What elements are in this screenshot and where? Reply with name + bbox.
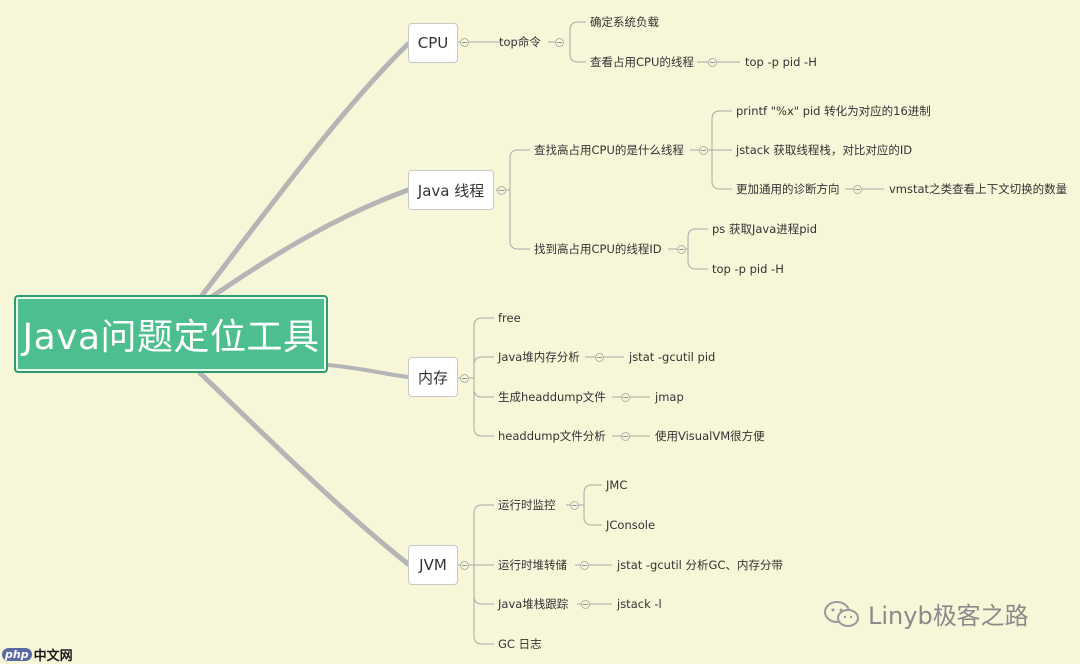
node-heap-analysis[interactable]: Java堆内存分析 <box>498 350 580 364</box>
collapse-memory-icon[interactable] <box>460 374 469 383</box>
branch-cpu[interactable]: CPU <box>408 23 458 63</box>
collapse-heap-analysis-icon[interactable] <box>595 353 604 362</box>
node-stack-trace[interactable]: Java堆栈跟踪 <box>498 597 569 611</box>
branch-memory-label: 内存 <box>417 368 448 387</box>
node-cpu-top-h[interactable]: top -p pid -H <box>745 55 817 69</box>
trunk-cpu <box>197 41 411 301</box>
collapse-stack-trace-icon[interactable] <box>581 600 590 609</box>
node-jstack-l[interactable]: jstack -l <box>617 597 662 611</box>
node-heap-transfer[interactable]: 运行时堆转储 <box>498 558 567 572</box>
collapse-find-id-icon[interactable] <box>677 245 686 254</box>
watermark-text: Linyb极客之路 <box>868 602 1029 630</box>
collapse-gen-dump-icon[interactable] <box>621 393 630 402</box>
node-find-high-cpu-thread[interactable]: 查找高占用CPU的是什么线程 <box>534 143 684 157</box>
node-free[interactable]: free <box>498 311 521 325</box>
trunk-java-thread <box>207 187 411 301</box>
collapse-view-threads-icon[interactable] <box>708 58 717 67</box>
collapse-top-cmd-icon[interactable] <box>555 38 564 47</box>
collapse-general-icon[interactable] <box>853 185 862 194</box>
node-dump-analysis[interactable]: headdump文件分析 <box>498 429 606 443</box>
trunk-memory <box>326 363 410 379</box>
collapse-java-thread-icon[interactable] <box>497 186 506 195</box>
node-gen-dump[interactable]: 生成headdump文件 <box>498 390 606 404</box>
node-view-cpu-threads[interactable]: 查看占用CPU的线程 <box>590 55 694 69</box>
node-find-thread-id[interactable]: 找到高占用CPU的线程ID <box>534 242 662 256</box>
node-jmc[interactable]: JMC <box>606 478 628 492</box>
root-topic[interactable]: Java问题定位工具 <box>14 295 328 373</box>
node-general-direction[interactable]: 更加通用的诊断方向 <box>736 182 840 196</box>
collapse-heap-transfer-icon[interactable] <box>580 561 589 570</box>
node-jconsole[interactable]: JConsole <box>606 518 656 532</box>
node-printf[interactable]: printf "%x" pid 转化为对应的16进制 <box>736 104 931 118</box>
watermark: Linyb极客之路 <box>822 596 1029 631</box>
node-visualvm[interactable]: 使用VisualVM很方便 <box>655 429 765 443</box>
root-label: Java问题定位工具 <box>22 317 320 358</box>
php-logo-badge: php <box>2 648 32 661</box>
node-vmstat[interactable]: vmstat之类查看上下文切换的数量 <box>889 182 1068 196</box>
node-jstat-gc[interactable]: jstat -gcutil 分析GC、内存分带 <box>617 558 783 572</box>
collapse-find-high-icon[interactable] <box>699 146 708 155</box>
node-ps-pid[interactable]: ps 获取Java进程pid <box>712 222 818 236</box>
branch-jvm-label: JVM <box>419 556 447 574</box>
site-logo-text: 中文网 <box>33 649 73 664</box>
node-top-cmd[interactable]: top命令 <box>499 35 541 49</box>
node-jstack[interactable]: jstack 获取线程栈，对比对应的ID <box>736 143 913 157</box>
branch-memory[interactable]: 内存 <box>408 357 458 397</box>
branch-cpu-label: CPU <box>417 34 449 52</box>
node-jstat-gcutil[interactable]: jstat -gcutil pid <box>629 350 716 364</box>
collapse-runtime-monitor-icon[interactable] <box>570 501 579 510</box>
site-logo: php 中文网 <box>2 645 73 664</box>
wechat-icon <box>824 600 859 627</box>
node-system-load[interactable]: 确定系统负载 <box>590 15 659 29</box>
node-thread-top-h[interactable]: top -p pid -H <box>712 262 784 276</box>
branch-jvm[interactable]: JVM <box>408 545 458 585</box>
branch-java-thread[interactable]: Java 线程 <box>408 170 494 210</box>
branch-java-thread-label: Java 线程 <box>417 181 485 200</box>
collapse-dump-analysis-icon[interactable] <box>621 432 630 441</box>
collapse-cpu-icon[interactable] <box>460 38 469 47</box>
trunk-jvm <box>197 370 411 567</box>
node-runtime-monitor[interactable]: 运行时监控 <box>498 498 556 512</box>
node-gc-log[interactable]: GC 日志 <box>498 637 542 651</box>
collapse-jvm-icon[interactable] <box>460 561 469 570</box>
node-jmap[interactable]: jmap <box>655 390 684 404</box>
